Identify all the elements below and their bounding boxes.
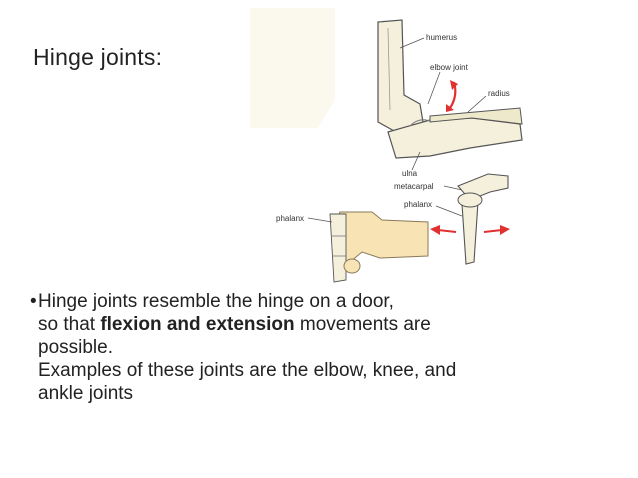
finger-joint-drawing [430,173,510,265]
slide-title: Hinge joints: [33,44,163,70]
label-ulna: ulna [402,169,418,178]
finger-movement-arrow-right [483,229,503,233]
body-line-2: so that flexion and extension movements … [38,313,620,336]
body-line-5: ankle joints [38,383,134,404]
body-line-1: Hinge joints resemble the hinge on a doo… [38,291,394,312]
emphasis-flexion-extension: flexion and extension [100,314,295,335]
phalanx-bone [461,201,479,265]
label-metacarpal: metacarpal [394,182,434,191]
body-line-2-pre: so that [38,314,101,335]
label-phalanx-left: phalanx [276,214,304,223]
bullet-marker: • [30,291,37,312]
hand-drawing [329,211,429,283]
figure-background [250,8,335,128]
label-elbow-joint: elbow joint [430,63,469,72]
body-text: • Hinge joints resemble the hinge on a d… [30,290,620,405]
label-radius: radius [488,89,510,98]
body-line-3: possible. [38,337,113,358]
finger-movement-arrow-left [437,229,457,233]
body-line-2-post: movements are [294,314,431,335]
humerus-bone [377,19,425,133]
bullet-paragraph: Hinge joints resemble the hinge on a doo… [38,290,620,405]
label-humerus: humerus [426,33,457,42]
finger-bones [329,213,347,283]
label-phalanx-right: phalanx [404,200,432,209]
elbow-drawing [377,19,523,159]
body-line-4: Examples of these joints are the elbow, … [38,360,457,381]
